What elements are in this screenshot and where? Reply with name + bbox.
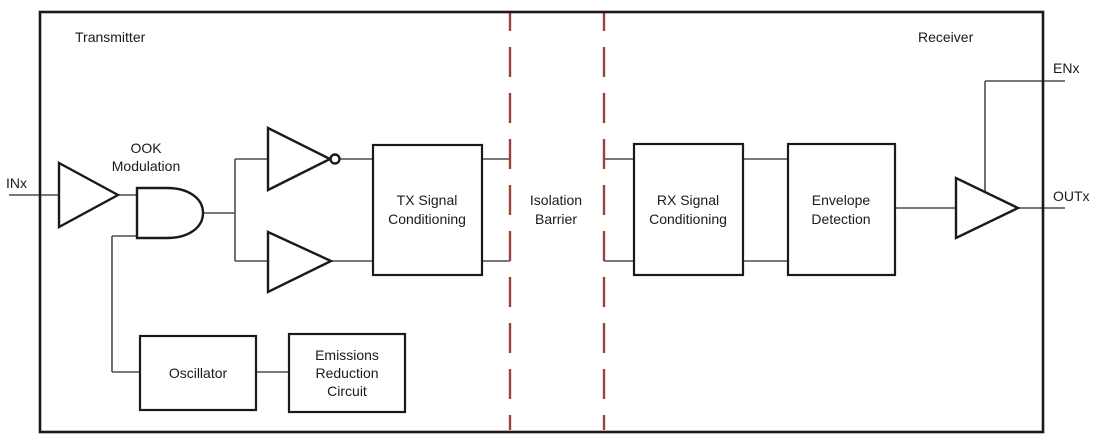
rx-signal-conditioning-label-line2: Conditioning <box>649 211 727 227</box>
isolation-barrier-label-line2: Barrier <box>535 211 577 227</box>
rx-signal-conditioning-label-line1: RX Signal <box>657 192 719 208</box>
rx-signal-conditioning-box <box>632 142 745 277</box>
tx-buffer-icon <box>266 230 334 294</box>
inverter-bubble-icon <box>329 153 341 165</box>
emissions-reduction-circuit-box <box>287 332 407 414</box>
emissions-reduction-label-line1: Emissions <box>315 347 379 363</box>
tx-signal-conditioning-label-line2: Conditioning <box>388 211 466 227</box>
isolation-barrier-label-line1: Isolation <box>530 192 582 208</box>
receiver-label: Receiver <box>918 29 974 45</box>
and-gate-icon <box>135 186 205 240</box>
shapes <box>38 10 1045 434</box>
inverter-icon <box>266 126 333 192</box>
tx-signal-conditioning-label-line1: TX Signal <box>397 192 458 208</box>
enx-port-label: ENx <box>1053 60 1079 76</box>
labels: Transmitter Receiver INx ENx OUTx OOK Mo… <box>6 29 1090 399</box>
inx-port-label: INx <box>6 175 27 191</box>
oscillator-box <box>138 334 258 412</box>
ook-modulation-label-line1: OOK <box>130 140 162 156</box>
emissions-reduction-label-line2: Reduction <box>315 365 378 381</box>
envelope-detection-box <box>786 142 897 277</box>
input-buffer-icon <box>57 160 121 230</box>
outx-port-label: OUTx <box>1053 188 1090 204</box>
tx-signal-conditioning-box <box>371 143 484 277</box>
output-buffer-icon <box>954 176 1021 240</box>
envelope-detection-label-line1: Envelope <box>812 192 871 208</box>
ook-modulation-label-line2: Modulation <box>112 158 181 174</box>
emissions-reduction-label-line3: Circuit <box>327 383 367 399</box>
oscillator-label: Oscillator <box>169 365 228 381</box>
chip-outline <box>38 10 1045 434</box>
transmitter-label: Transmitter <box>75 29 146 45</box>
wires <box>9 80 1065 373</box>
envelope-detection-label-line2: Detection <box>811 211 870 227</box>
